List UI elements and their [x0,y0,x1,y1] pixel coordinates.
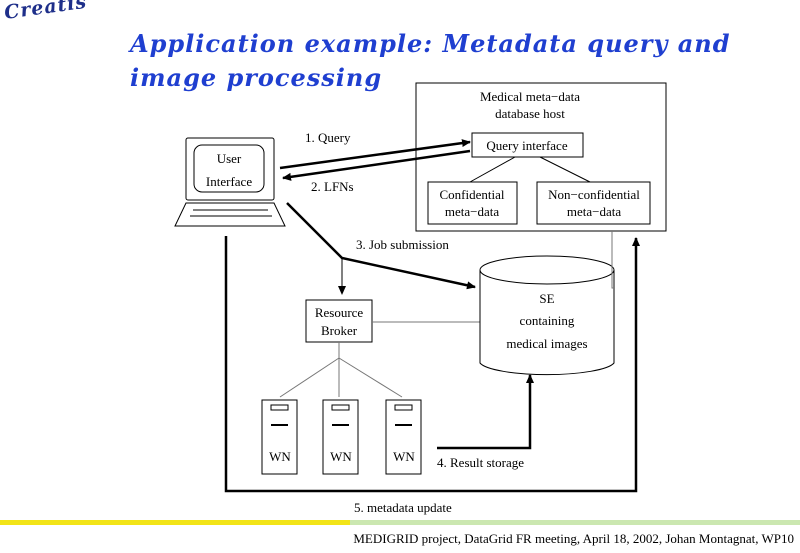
resource-broker-label-line1: Resource [315,305,364,320]
se-label-line1: SE [539,291,554,306]
lfns-arrow-label: 2. LFNs [311,179,354,194]
non-confidential-metadata-box [536,181,651,225]
user-interface-computer-icon [174,137,286,227]
non-confidential-label-line1: Non−confidential [548,187,640,202]
resource-broker-box [305,299,373,343]
storage-element-cylinder [479,255,615,376]
footer-bar-green [350,520,800,525]
se-label-line3: medical images [506,336,587,351]
user-interface-label-line1: User [217,151,242,166]
footer-bar-yellow [0,520,350,525]
lfns-arrow [282,149,471,181]
job-submission-label: 3. Job submission [356,237,449,252]
query-interface-box [471,132,584,158]
user-interface-label-line2: Interface [206,174,252,189]
worker-node-3-label: WN [393,449,415,464]
worker-node-3 [385,399,422,475]
metadata-update-arrow [224,236,640,493]
query-arrow-label: 1. Query [305,130,351,145]
query-interface-label: Query interface [486,138,567,153]
worker-node-1-label: WN [269,449,291,464]
footer-text: MEDIGRID project, DataGrid FR meeting, A… [353,531,794,546]
worker-node-2 [322,399,359,475]
confidential-label-line2: meta−data [445,204,499,219]
worker-node-1 [261,399,298,475]
resource-broker-label-line2: Broker [321,323,358,338]
query-arrow [279,139,471,170]
result-storage-arrow [437,374,534,450]
slide-title: Application example: Metadata query and … [130,29,731,92]
worker-node-2-label: WN [330,449,352,464]
database-host-label-line2: database host [495,106,565,121]
non-confidential-label-line2: meta−data [567,204,621,219]
confidential-metadata-box [427,181,518,225]
metadata-update-label: 5. metadata update [354,500,452,515]
database-host-label-line1: Medical meta−data [480,89,580,104]
result-storage-label: 4. Result storage [437,455,524,470]
confidential-label-line1: Confidential [440,187,505,202]
se-label-line2: containing [520,313,575,328]
